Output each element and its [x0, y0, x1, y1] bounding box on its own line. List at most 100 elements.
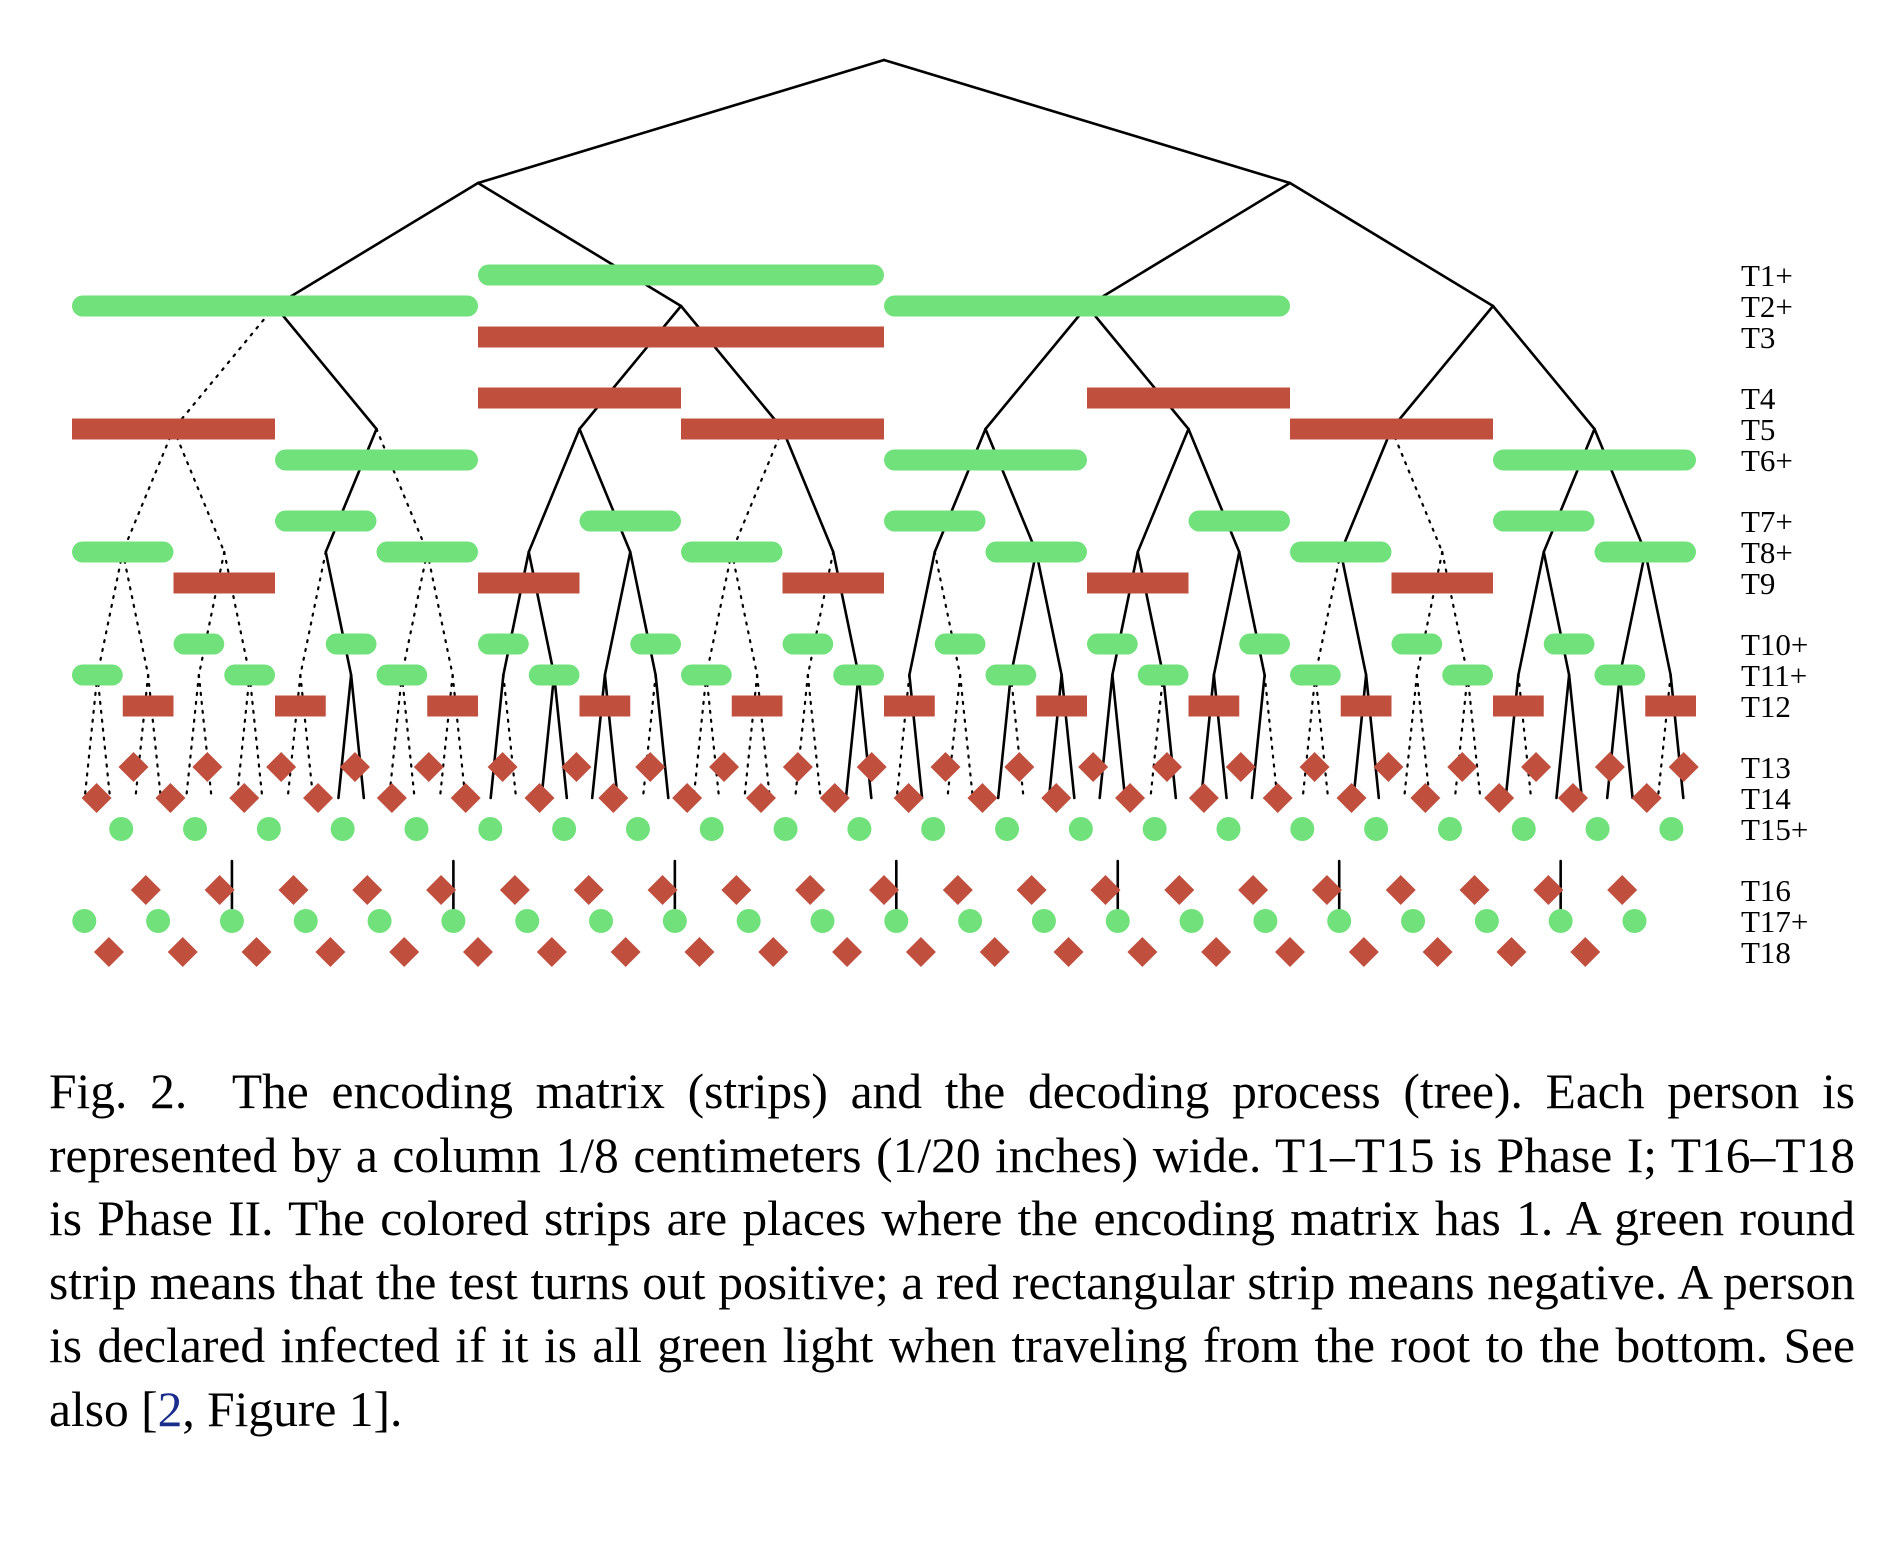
negative-diamond-T18-5 [463, 937, 493, 967]
positive-dot-T15-2 [256, 817, 281, 841]
tree-edge-negative [121, 427, 175, 554]
negative-diamond-T13-14 [1151, 752, 1182, 782]
tree-edge [1047, 673, 1063, 800]
positive-strip-T10-2 [478, 633, 529, 655]
positive-strip-T11-9 [1442, 664, 1493, 686]
negative-diamond-T14-19 [1484, 783, 1515, 813]
tree-edge [1288, 181, 1495, 308]
tree-edge [996, 673, 1013, 800]
positive-strip-T10-9 [1543, 633, 1595, 655]
positive-strip-T1-0 [478, 264, 884, 286]
tree-edge-negative [946, 673, 962, 800]
positive-dot-T17-4 [367, 909, 392, 933]
tree-edge-negative [147, 673, 162, 800]
negative-strip-T3-0 [478, 326, 884, 348]
positive-strip-T10-3 [630, 633, 681, 655]
positive-strip-T8-3 [985, 541, 1087, 563]
positive-dot-T17-15 [1179, 909, 1204, 933]
tree-edge [337, 673, 353, 800]
tree-edge [844, 673, 860, 800]
tree-edge [933, 427, 987, 554]
negative-diamond-T13-3 [339, 752, 370, 782]
negative-diamond-T14-3 [303, 783, 334, 813]
negative-diamond-T16-9 [795, 875, 826, 905]
positive-strip-T11-1 [224, 664, 275, 686]
positive-dot-T17-12 [958, 909, 983, 933]
negative-diamond-T14-2 [229, 783, 260, 813]
caption-text: The encoding matrix (strips) and the dec… [49, 1064, 1855, 1437]
citation-link[interactable]: 2 [157, 1381, 183, 1437]
positive-dot-T17-6 [515, 909, 540, 933]
tree-edge-negative [286, 673, 302, 800]
positive-dot-T15-15 [1216, 817, 1241, 841]
row-label-t7-pos: T7+ [1741, 504, 1793, 539]
positive-dot-T15-12 [995, 817, 1020, 841]
positive-strip-T2-1 [884, 295, 1290, 317]
negative-diamond-T13-16 [1299, 752, 1330, 782]
negative-diamond-T14-5 [450, 783, 481, 813]
negative-strip-T12-10 [1645, 695, 1696, 717]
tree-edge [908, 673, 924, 800]
row-label-t14: T14 [1741, 781, 1791, 816]
positive-dot-T17-10 [810, 909, 835, 933]
positive-dot-T17-14 [1105, 909, 1130, 933]
tree-edge [1643, 550, 1672, 677]
tree-edge-negative [121, 550, 150, 677]
negative-diamond-T18-1 [167, 937, 198, 967]
tree-edge [1009, 550, 1038, 677]
positive-dot-T15-8 [699, 817, 724, 841]
negative-diamond-T13-21 [1668, 752, 1699, 782]
negative-diamond-T13-15 [1225, 752, 1256, 782]
positive-strip-T10-4 [782, 633, 834, 655]
positive-strip-T10-8 [1391, 633, 1443, 655]
tree-edge [1542, 427, 1596, 554]
positive-strip-T7-0 [275, 510, 377, 532]
negative-diamond-T14-15 [1188, 783, 1219, 813]
tree-edge [578, 304, 683, 431]
tree-edge [489, 673, 505, 800]
negative-diamond-T16-14 [1164, 875, 1195, 905]
negative-strip-T12-4 [731, 695, 783, 717]
negative-strip-T9-4 [1391, 572, 1493, 594]
tree-edge-negative [248, 673, 264, 800]
positive-dot-T17-9 [736, 909, 761, 933]
positive-strip-T10-5 [934, 633, 986, 655]
tree-edge-negative [1441, 550, 1469, 677]
figure-number: Fig. 2. [49, 1064, 188, 1119]
tree-edge-negative [1403, 673, 1418, 800]
tree-edge [1517, 550, 1546, 677]
positive-strip-T11-5 [833, 664, 884, 686]
negative-diamond-T18-0 [93, 937, 124, 967]
negative-diamond-T16-4 [426, 875, 457, 905]
positive-strip-T8-0 [72, 541, 174, 563]
encoding-strips [72, 264, 1696, 717]
negative-diamond-T13-19 [1521, 752, 1552, 782]
positive-strip-T10-7 [1239, 633, 1290, 655]
row-labels: T1+T2+T3T4T5T6+T7+T8+T9T10+T11+T12T13T14… [1741, 258, 1808, 970]
positive-strip-T6-1 [884, 449, 1087, 471]
tree-edge [1339, 550, 1368, 677]
positive-strip-T7-3 [1188, 510, 1290, 532]
negative-diamond-T18-4 [389, 937, 420, 967]
negative-strip-T12-3 [579, 695, 631, 717]
tree-edge-negative [743, 673, 759, 800]
tree-edge-negative [641, 673, 657, 800]
tree-edge [1199, 673, 1216, 800]
figure-caption: Fig. 2.The encoding matrix (strips) and … [49, 1060, 1855, 1441]
row-label-t1-pos: T1+ [1741, 258, 1793, 293]
negative-strip-T12-5 [884, 695, 935, 717]
tree-edge [476, 181, 683, 308]
caption-text-end: , Figure 1]. [182, 1381, 403, 1437]
positive-dot-T15-3 [330, 817, 355, 841]
positive-strip-T8-2 [681, 541, 783, 563]
negative-diamond-T14-20 [1557, 783, 1588, 813]
positive-strip-T11-4 [681, 664, 732, 686]
positive-strip-T10-6 [1087, 633, 1138, 655]
tree-edge-negative [197, 673, 213, 800]
tree-edge [1618, 550, 1647, 677]
positive-strip-T8-4 [1290, 541, 1392, 563]
tree-edge-negative [96, 673, 112, 800]
negative-diamond-T18-14 [1127, 937, 1158, 967]
positive-dot-T15-6 [552, 817, 577, 841]
positive-dot-T15-21 [1659, 817, 1684, 841]
